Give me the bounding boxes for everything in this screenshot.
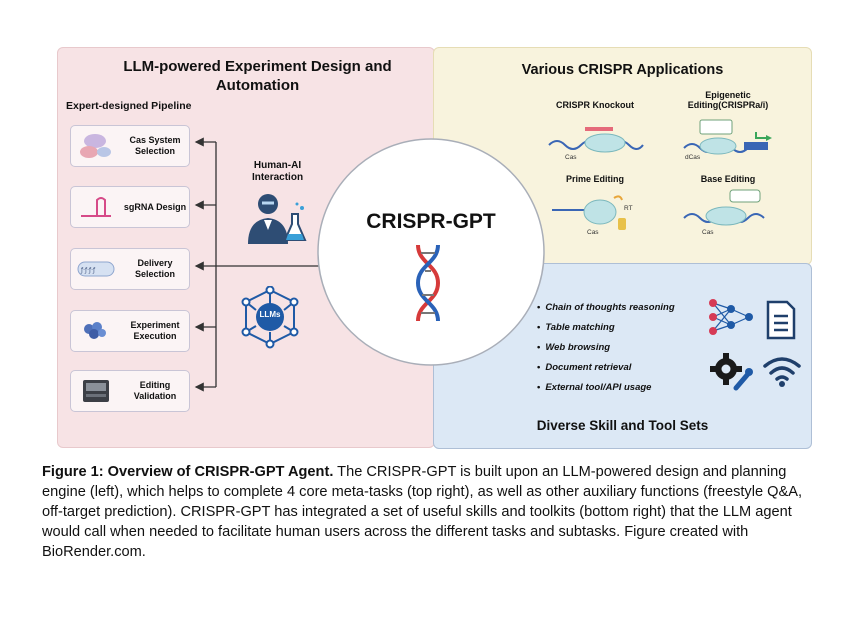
sgrna-icon [81,197,111,217]
skill-item: Table matching [537,322,614,333]
caption-text: The CRISPR-GPT is built upon an LLM-powe… [42,464,803,560]
dna-helix-icon [415,244,441,322]
tools-gear-wrench-icon [710,353,753,391]
knockout-cas-tag: Cas [565,154,577,161]
sequencer-icon [83,380,109,402]
step-sgrna-design: sgRNA Design [70,186,190,228]
step-cas-system-selection: Cas System Selection [70,125,190,167]
base-editing-dna-icon [683,189,765,226]
app-prime-editing-label: Prime Editing [565,174,624,184]
crispr-gpt-title: CRISPR-GPT [366,210,496,233]
llm-network-icon [241,286,299,349]
step-delivery-selection: ƒ·ƒ·ƒ·ƒ Delivery Selection [70,248,190,290]
svg-text:ƒ·ƒ·ƒ·ƒ: ƒ·ƒ·ƒ·ƒ [80,267,96,274]
app-base-editing-label: Base Editing [700,174,756,184]
cas-protein-icon [80,134,111,158]
figure-caption: Figure 1: Overview of CRISPR-GPT Agent. … [42,462,817,562]
left-panel-title: LLM-powered Experiment Design and Automa… [123,58,392,94]
pipeline-label: Expert-designed Pipeline [66,100,192,112]
prime-cas-tag: Cas [587,229,599,236]
skill-item: External tool/API usage [537,382,651,393]
skill-item: Chain of thoughts reasoning [537,302,674,313]
prime-rt-tag: RT [624,205,633,212]
step-label: sgRNA Design [123,201,187,212]
epigenetic-dna-icon [683,119,772,155]
delivery-icon: ƒ·ƒ·ƒ·ƒ [77,261,115,277]
step-experiment-execution: Experiment Execution [70,310,190,352]
prime-editing-dna-icon [552,195,626,230]
wifi-icon [763,357,801,387]
skill-item: Web browsing [537,342,610,353]
step-label: Experiment Execution [130,320,180,341]
document-icon [766,300,796,340]
app-crispr-knockout-label: CRISPR Knockout [555,100,634,110]
epigenetic-dcas-tag: dCas [685,154,701,161]
caption-bold: Figure 1: Overview of CRISPR-GPT Agent. [42,464,334,480]
scientist-icon [248,194,307,244]
step-label: Delivery Selection [134,258,175,279]
applications-title: Various CRISPR Applications [521,62,724,78]
llms-label: LLMs [259,310,281,319]
app-epigenetic-editing-label: Epigenetic Editing(CRISPRa/i) [687,90,769,111]
step-editing-validation: Editing Validation [70,370,190,412]
human-ai-label: Human-AI Interaction [251,160,304,183]
skills-tools-title: Diverse Skill and Tool Sets [536,418,709,433]
cells-icon [84,322,106,339]
neural-network-icon [709,299,753,335]
base-cas-tag: Cas [702,229,714,236]
knockout-dna-icon [548,127,644,153]
step-label: Cas System Selection [129,135,181,156]
step-label: Editing Validation [133,380,177,401]
skill-item: Document retrieval [537,362,631,373]
